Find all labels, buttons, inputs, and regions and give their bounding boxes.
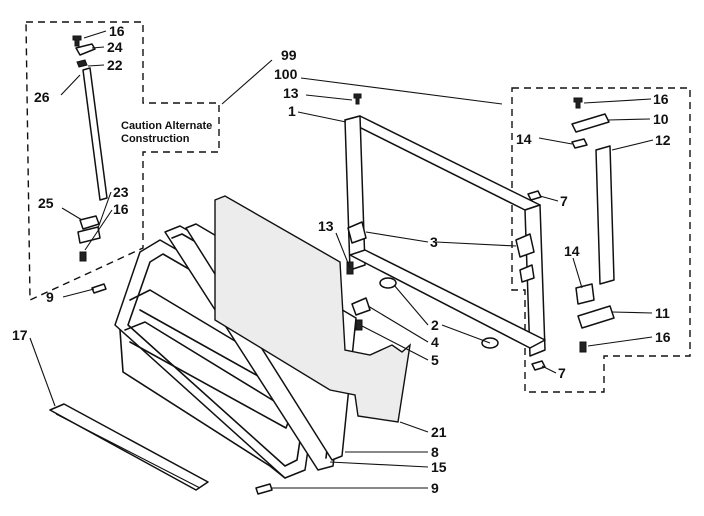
callout-16-top-left: 16 bbox=[109, 23, 125, 39]
hinge-rod-right bbox=[595, 145, 615, 285]
door-liner-frame bbox=[114, 239, 326, 479]
door-frame-top-rail bbox=[344, 115, 541, 211]
leader-lines bbox=[29, 30, 654, 489]
callout-9-left: 9 bbox=[46, 289, 54, 305]
frame-bracket-right-lower bbox=[519, 264, 535, 283]
screw-bottom-right bbox=[579, 341, 587, 353]
bushing-left bbox=[76, 59, 88, 68]
frame-bracket-left bbox=[347, 221, 367, 244]
callout-22: 22 bbox=[107, 57, 123, 73]
callout-2: 2 bbox=[431, 317, 439, 333]
hinge-bracket-bottom-right bbox=[577, 305, 615, 329]
callout-100: 100 bbox=[274, 66, 298, 82]
stop-7-bottom bbox=[531, 360, 546, 371]
callout-17: 17 bbox=[12, 327, 28, 343]
callout-13-mid: 13 bbox=[318, 218, 334, 234]
caution-note-line1: Caution Alternate bbox=[121, 120, 212, 132]
left-hinge-assembly bbox=[72, 35, 108, 294]
screw-top-left bbox=[72, 35, 82, 47]
right-detail-box bbox=[511, 87, 691, 393]
door-frame-left-stile bbox=[344, 115, 366, 271]
left-alternate-box bbox=[25, 21, 220, 302]
callout-10: 10 bbox=[653, 111, 669, 127]
callout-16-bottom-right: 16 bbox=[655, 329, 671, 345]
clip-4 bbox=[351, 297, 371, 316]
callout-24: 24 bbox=[107, 39, 123, 55]
callout-16-top-right: 16 bbox=[653, 91, 669, 107]
callout-1: 1 bbox=[288, 103, 296, 119]
door-liner-inner bbox=[127, 253, 316, 467]
screw-5 bbox=[355, 319, 363, 331]
callout-13-top: 13 bbox=[283, 85, 299, 101]
callout-12: 12 bbox=[655, 132, 671, 148]
pin-left bbox=[91, 283, 107, 294]
hinge-bracket-top-right bbox=[571, 113, 610, 133]
frame-bracket-right bbox=[515, 233, 535, 258]
callout-14-right-top: 14 bbox=[516, 131, 532, 147]
caution-note-line2: Construction bbox=[121, 133, 190, 145]
door-frame-bottom-rail bbox=[349, 249, 546, 349]
washer-14-right bbox=[571, 138, 588, 149]
callout-14-right-lower: 14 bbox=[564, 243, 580, 259]
callout-7-bottom: 7 bbox=[558, 365, 566, 381]
callout-numbers: 16 24 22 26 25 23 16 9 17 99 100 13 1 16… bbox=[12, 23, 671, 496]
right-hinge-assembly bbox=[571, 97, 615, 353]
callout-21: 21 bbox=[431, 424, 447, 440]
callout-25: 25 bbox=[38, 195, 54, 211]
callout-8: 8 bbox=[431, 444, 439, 460]
callout-9-bottom: 9 bbox=[431, 480, 439, 496]
callout-23: 23 bbox=[113, 184, 129, 200]
screw-13-top bbox=[353, 93, 362, 105]
callout-4: 4 bbox=[431, 334, 439, 350]
pin-9-bottom bbox=[255, 483, 273, 495]
callout-16-left-lower: 16 bbox=[113, 201, 129, 217]
screw-top-right bbox=[573, 97, 583, 109]
screw-bottom-left bbox=[79, 251, 87, 262]
door-handle-trim bbox=[49, 403, 209, 491]
callout-99: 99 bbox=[281, 47, 297, 63]
callout-11: 11 bbox=[655, 305, 670, 321]
hinge-rod-left bbox=[82, 67, 108, 201]
hinge-bracket-lower-right bbox=[575, 283, 595, 305]
door-frame-assembly bbox=[344, 115, 546, 357]
bumper-2a bbox=[379, 277, 397, 289]
callout-7-top: 7 bbox=[560, 193, 568, 209]
callout-5: 5 bbox=[431, 352, 439, 368]
stop-7-top bbox=[527, 190, 542, 201]
hinge-bracket-top-left bbox=[75, 43, 96, 56]
hinge-plate-bottom-left bbox=[77, 226, 101, 244]
callout-3: 3 bbox=[430, 234, 438, 250]
door-liner-rim bbox=[119, 329, 286, 479]
callout-26: 26 bbox=[34, 89, 50, 105]
callout-15: 15 bbox=[431, 459, 447, 475]
